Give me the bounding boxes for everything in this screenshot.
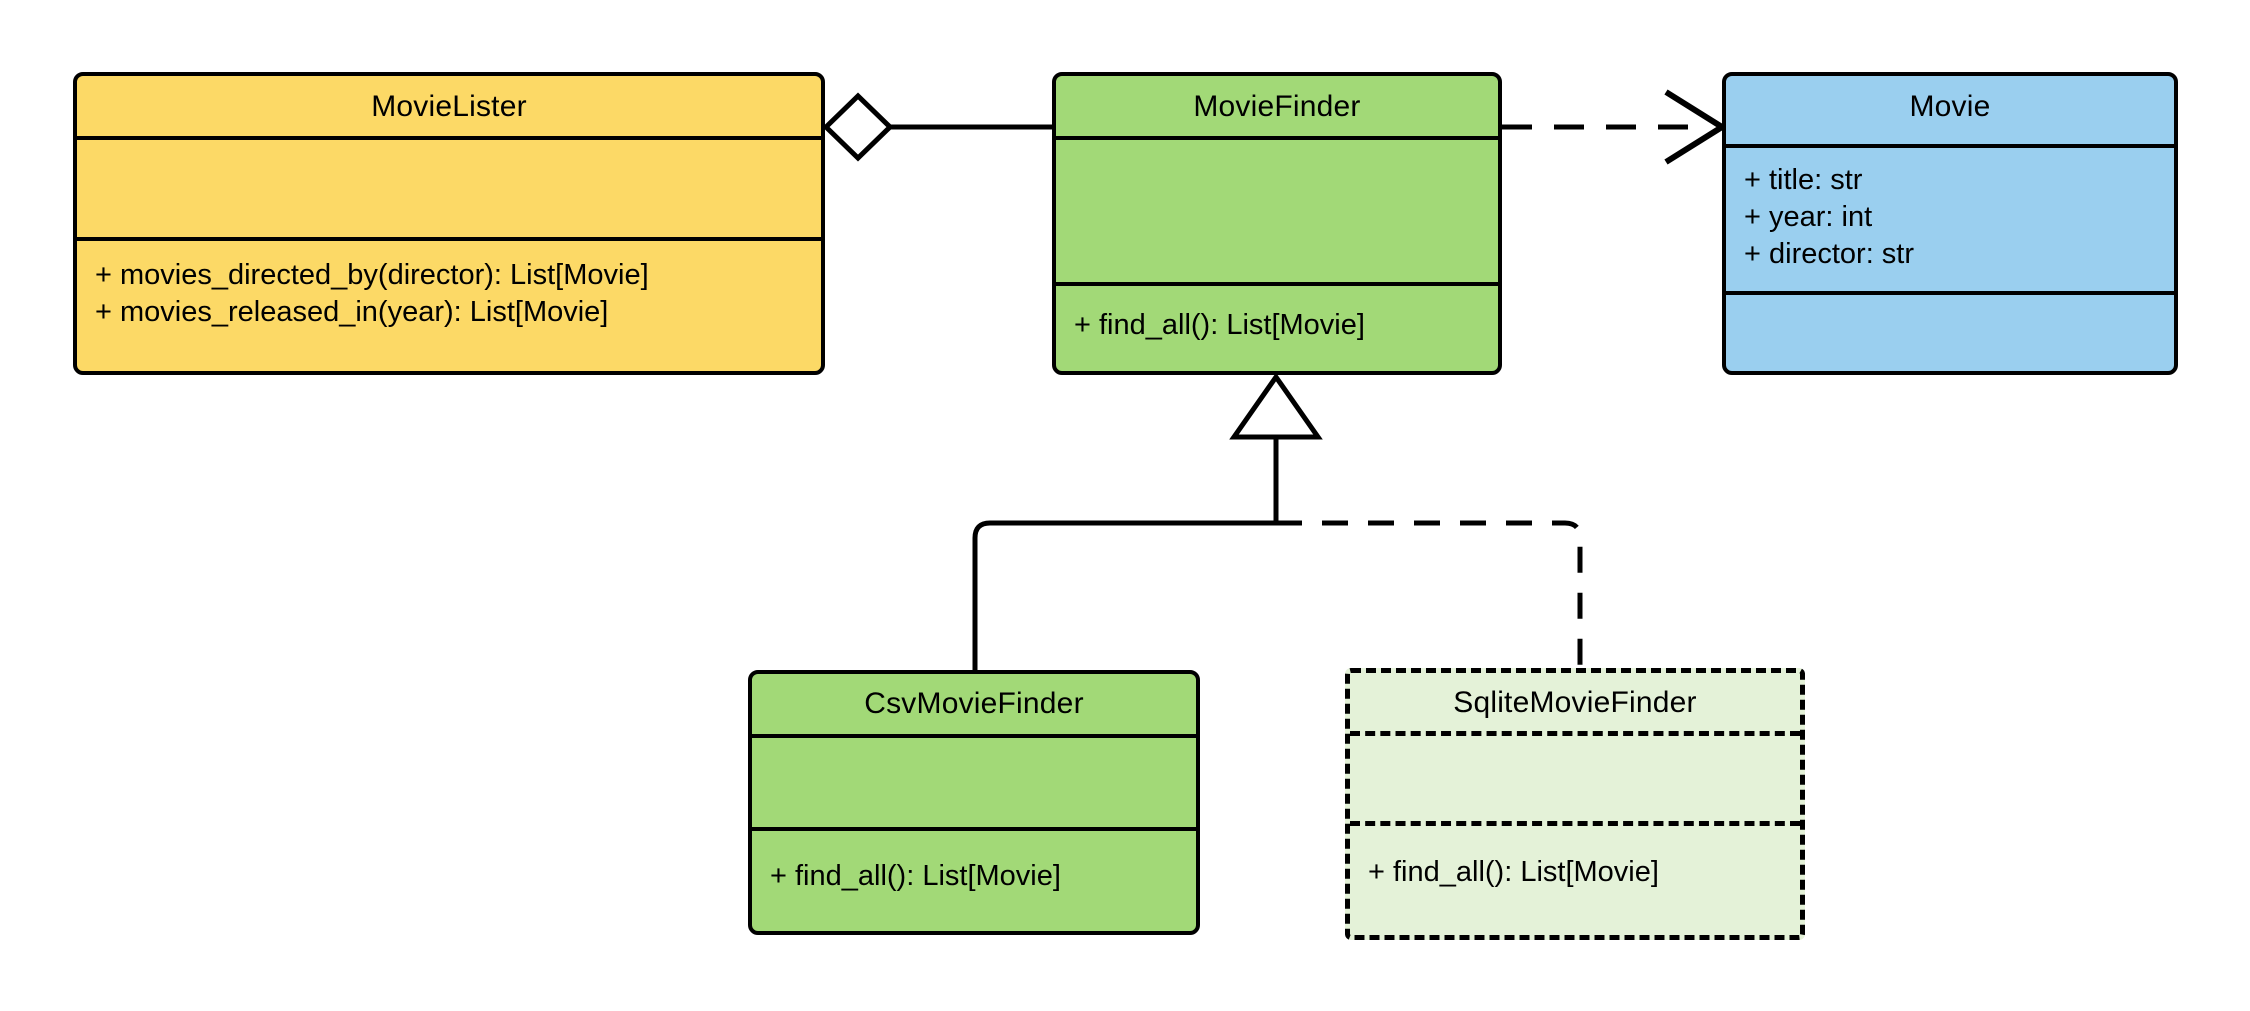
class-name-movielister: MovieLister [371,90,527,123]
class-methods-compartment-moviefinder: + find_all(): List[Movie] [1056,286,1498,371]
attribute-item: + director: str [1744,238,1915,271]
method-item: + find_all(): List[Movie] [770,860,1061,892]
class-box-csvmoviefinder[interactable]: CsvMovieFinder + find_all(): List[Movie] [748,670,1200,935]
generalization-branch-sqlite [1276,520,1583,668]
aggregation-edge-movielister-moviefinder [822,92,1052,162]
class-title-compartment-movie: Movie [1726,76,2174,148]
attribute-item: + year: int [1744,201,1873,234]
attribute-item: + title: str [1744,164,1863,196]
class-attributes-compartment-movielister [77,140,821,241]
method-item: + movies_released_in(year): List[Movie] [95,296,609,329]
class-methods-compartment-movie [1726,295,2174,371]
class-name-sqlitemoviefinder: SqliteMovieFinder [1453,686,1697,719]
method-item: + movies_directed_by(director): List[Mov… [95,259,649,291]
class-title-compartment-csvmoviefinder: CsvMovieFinder [752,674,1196,738]
class-box-sqlitemoviefinder[interactable]: SqliteMovieFinder + find_all(): List[Mov… [1345,668,1805,940]
generalization-branch-csv [972,520,1276,670]
class-methods-compartment-csvmoviefinder: + find_all(): List[Movie] [752,831,1196,931]
class-box-moviefinder[interactable]: MovieFinder + find_all(): List[Movie] [1052,72,1502,375]
class-attributes-compartment-csvmoviefinder [752,738,1196,831]
generalization-edge-group [972,372,1583,670]
class-attributes-compartment-movie: + title: str + year: int + director: str [1726,148,2174,295]
class-title-compartment-movielister: MovieLister [77,76,821,140]
class-title-compartment-sqlitemoviefinder: SqliteMovieFinder [1350,673,1800,736]
class-name-movie: Movie [1909,90,1991,123]
hollow-triangle-icon [1229,372,1323,440]
method-item: + find_all(): List[Movie] [1368,856,1659,888]
class-box-movie[interactable]: Movie + title: str + year: int + directo… [1722,72,2178,375]
class-attributes-compartment-moviefinder [1056,140,1498,286]
class-title-compartment-moviefinder: MovieFinder [1056,76,1498,140]
open-arrow-icon [1664,89,1728,165]
class-methods-compartment-sqlitemoviefinder: + find_all(): List[Movie] [1350,826,1800,930]
class-attributes-compartment-sqlitemoviefinder [1350,736,1800,826]
class-name-csvmoviefinder: CsvMovieFinder [864,687,1084,720]
method-item: + find_all(): List[Movie] [1074,309,1365,341]
class-methods-compartment-movielister: + movies_directed_by(director): List[Mov… [77,241,821,371]
hollow-diamond-icon [822,92,894,162]
class-box-movielister[interactable]: MovieLister + movies_directed_by(directo… [73,72,825,375]
class-name-moviefinder: MovieFinder [1193,90,1361,123]
dependency-edge-moviefinder-movie [1502,89,1728,165]
